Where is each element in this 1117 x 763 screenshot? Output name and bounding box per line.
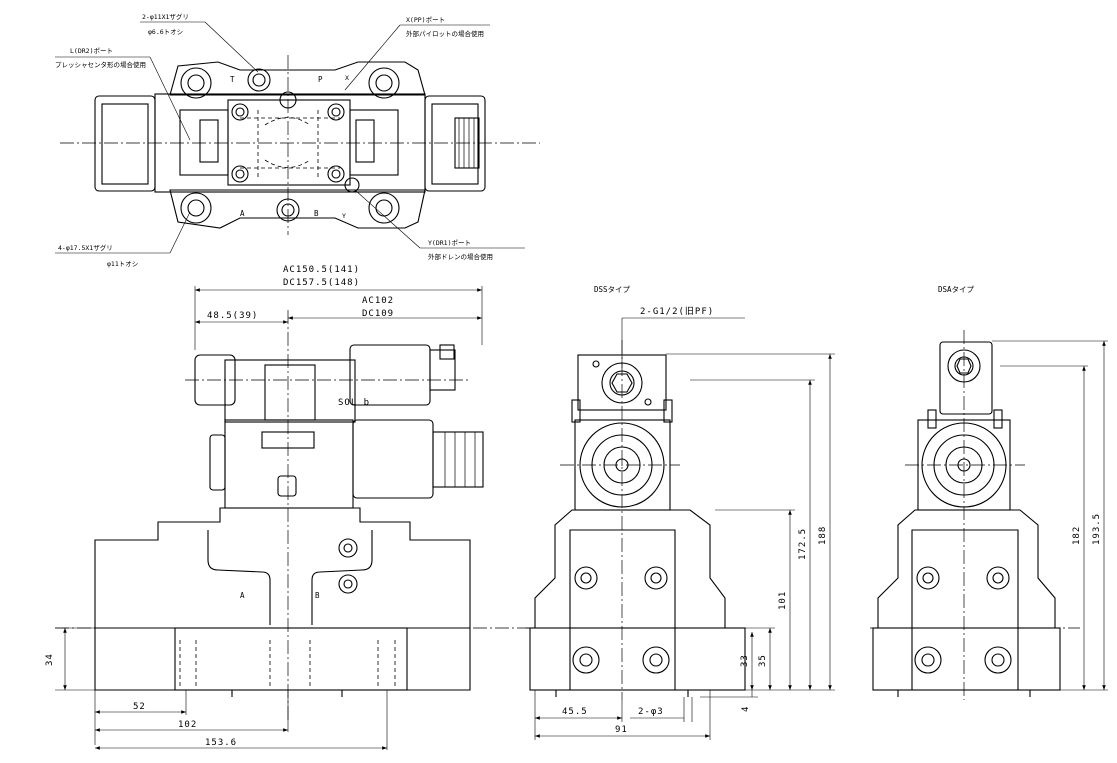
port-x-label: X	[345, 74, 349, 82]
dim-height-34: 34	[45, 653, 55, 666]
x-port-sub: 外部パイロットの場合使用	[406, 29, 484, 38]
dss-dim-91: 91	[615, 725, 628, 735]
front-port-a: A	[240, 591, 245, 600]
port-t-label: T	[230, 75, 235, 84]
front-view: SOL b A B	[55, 310, 530, 720]
y-port-label: Y(DR1)ポート	[428, 239, 471, 247]
dsa-title: DSAタイプ	[938, 285, 975, 294]
dsa-dim-1935: 193.5	[1092, 513, 1102, 545]
dss-dim-455: 45.5	[562, 707, 588, 717]
l-port-sub: プレッシャセンタ形の場合使用	[55, 60, 146, 69]
dim-right-ac: AC102	[362, 296, 394, 306]
l-port-label: L(DR2)ポート	[70, 47, 113, 55]
dss-port-note: 2-G1/2(旧PF)	[640, 306, 714, 317]
port-b-label-top: B	[314, 209, 319, 218]
top-view: T P X A B Y	[60, 55, 540, 235]
front-port-b: B	[315, 591, 320, 600]
dsa-dim-182: 182	[1072, 526, 1082, 545]
port-p-label: P	[318, 75, 323, 84]
port-y-label: Y	[342, 212, 346, 220]
dss-title: DSSタイプ	[594, 285, 631, 294]
dsa-side-view: DSAタイプ 193.5 1	[870, 285, 1108, 700]
port-a-label-top: A	[240, 209, 245, 218]
sol-b-label: SOL b	[338, 398, 370, 408]
x-port-label: X(PP)ポート	[406, 16, 445, 24]
dss-dim-1725: 172.5	[798, 528, 808, 560]
top-callouts: 2-φ11X1ザグリ φ6.6トオシ X(PP)ポート 外部パイロットの場合使用…	[55, 12, 525, 268]
counterbore-top-sub: φ6.6トオシ	[148, 28, 183, 36]
dss-dim-4: 4	[741, 706, 751, 712]
dim-52: 52	[133, 702, 146, 712]
front-dimensions: AC150.5(141) DC157.5(148) AC102 DC109 48…	[45, 265, 483, 750]
counterbore-bottom-label: 4-φ17.5X1ザグリ	[58, 243, 113, 252]
dim-left: 48.5(39)	[207, 311, 258, 321]
y-port-sub: 外部ドレンの場合使用	[428, 252, 493, 261]
dim-153: 153.6	[205, 738, 237, 748]
counterbore-top-label: 2-φ11X1ザグリ	[142, 12, 189, 21]
dim-overall-ac: AC150.5(141)	[283, 265, 360, 275]
dim-overall-dc: DC157.5(148)	[283, 278, 360, 288]
counterbore-bottom-sub: φ11トオシ	[107, 260, 138, 268]
dss-side-view: DSSタイプ 2-G1/2(旧PF)	[525, 285, 835, 740]
dss-dim-pin: 2-φ3	[638, 707, 664, 717]
dss-dim-35: 35	[758, 654, 768, 667]
dim-102: 102	[178, 720, 197, 730]
dss-dim-101: 101	[778, 591, 788, 610]
dss-dim-188: 188	[818, 526, 828, 545]
dim-right-dc: DC109	[362, 309, 394, 319]
dss-dim-33: 33	[740, 654, 750, 667]
